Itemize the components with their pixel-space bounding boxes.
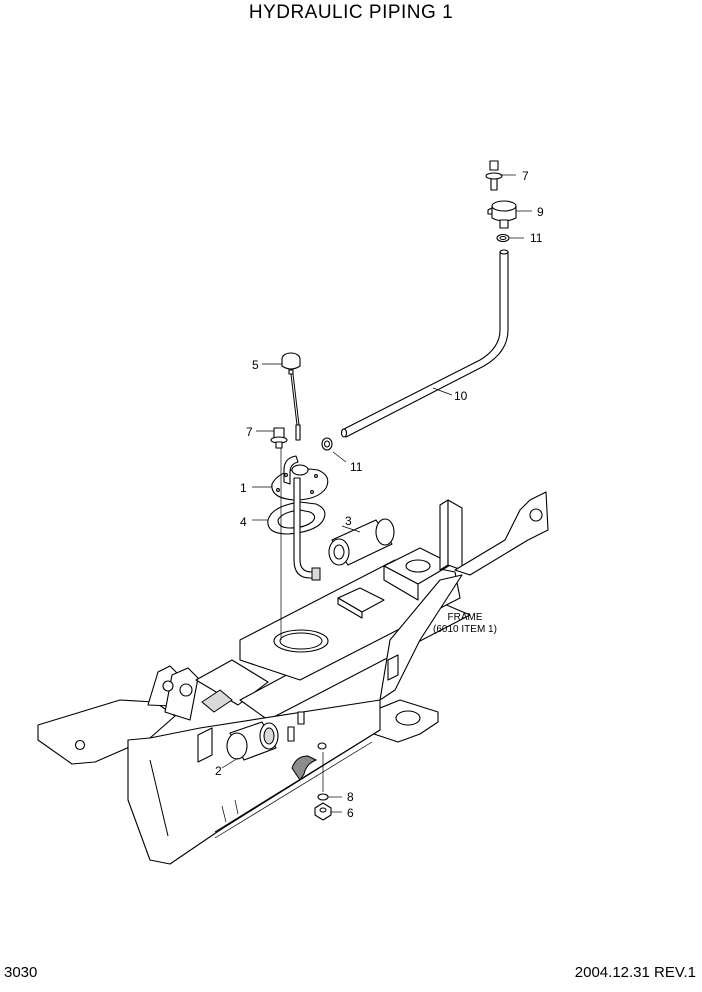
part-11-oring-upper <box>496 233 524 243</box>
part-1-cover <box>252 455 329 581</box>
part-4-gasket <box>252 501 326 535</box>
part-3-filter <box>328 518 395 566</box>
part-9-adapter <box>487 200 532 229</box>
part-5-cap <box>262 352 301 441</box>
callout-10: 10 <box>454 389 468 403</box>
revision-date: 2004.12.31 REV.1 <box>574 964 696 981</box>
callout-7-lower: 7 <box>246 425 253 439</box>
callout-6: 6 <box>347 806 354 820</box>
frame <box>37 491 549 865</box>
callout-9: 9 <box>537 205 544 219</box>
part-6-nut <box>314 802 342 821</box>
part-2-cylinder <box>221 721 279 769</box>
frame-label-line2: (6010 ITEM 1) <box>433 624 497 635</box>
part-8-oring <box>317 793 342 801</box>
callout-4: 4 <box>240 515 247 529</box>
callout-7-upper: 7 <box>522 169 529 183</box>
page-title: HYDRAULIC PIPING 1 <box>248 2 454 23</box>
part-11-oring-lower <box>321 437 347 463</box>
part-7-bolt-lower <box>256 427 288 449</box>
callout-2: 2 <box>215 764 222 778</box>
callout-3: 3 <box>345 514 352 528</box>
callout-1: 1 <box>240 481 247 495</box>
frame-label-line1: FRAME <box>448 612 483 623</box>
callout-8: 8 <box>347 790 354 804</box>
callout-11-lower: 11 <box>350 460 363 474</box>
callout-11-upper: 11 <box>530 231 543 245</box>
part-7-bolt-upper <box>485 160 516 191</box>
part-10-pipe <box>340 249 509 438</box>
page-number: 3030 <box>4 964 38 981</box>
callout-5: 5 <box>252 358 259 372</box>
